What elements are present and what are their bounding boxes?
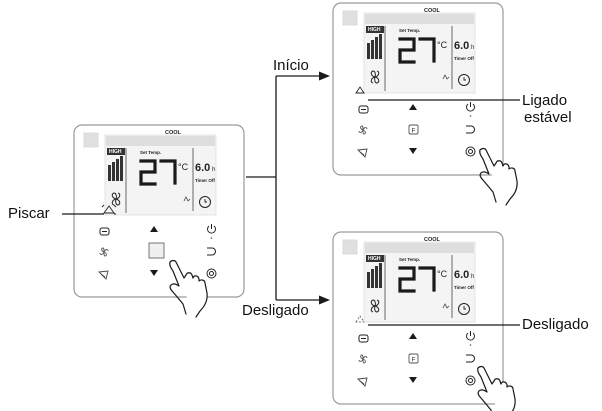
label-desligado-state: Desligado [522,316,589,333]
timer-label-left: Timer Off [195,178,215,183]
lcd-texts: COOL COOL COOL HIGH HIGH HIGH Set Temp. … [109,8,474,290]
unit-left: °C [178,162,189,172]
set-temp-bottom: Set Temp. [399,257,420,262]
mode-bottom: COOL [424,237,441,243]
connector-lines [62,75,520,326]
louver-icon [101,204,117,215]
connector-arrows [319,71,330,305]
label-ligado-line1: Ligado [522,92,568,109]
label-ligado-estavel: Ligado estável [522,92,592,126]
louver-icon-off [355,315,365,323]
remote-top [331,1,518,206]
unit-bottom: °C [437,269,448,279]
timer-unit-bottom: h [471,274,474,280]
label-inicio: Início [273,57,309,74]
remote-left [72,123,246,318]
remote-bottom [331,230,516,411]
timer-label-top: Timer Off [454,56,474,61]
label-ligado-line2: estável [524,109,572,126]
unit-top: °C [437,40,448,50]
fan-speed-bottom: HIGH [368,256,381,262]
mode-left: COOL [165,130,182,136]
timer-label-bottom: Timer Off [454,285,474,290]
label-piscar: Piscar [8,205,50,222]
fan-speed-left: HIGH [109,149,122,155]
fan-speed-top: HIGH [368,27,381,33]
set-temp-left: Set Temp. [140,150,161,155]
timer-value-left: 6.0 [195,162,210,174]
f-key-highlight [148,242,165,259]
timer-unit-left: h [212,167,215,173]
timer-value-top: 6.0 [454,40,469,52]
set-temp-top: Set Temp. [399,28,420,33]
louver-icon-top [355,86,365,94]
timer-value-bottom: 6.0 [454,269,469,281]
label-desligado-branch: Desligado [242,302,309,319]
mode-top: COOL [424,8,441,14]
timer-unit-top: h [471,45,474,51]
